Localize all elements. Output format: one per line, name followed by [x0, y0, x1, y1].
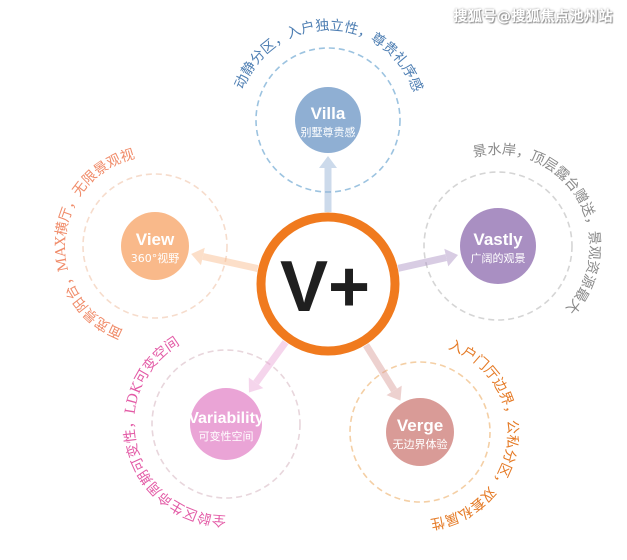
villa-node: Villa 别墅尊贵感 — [295, 87, 361, 153]
verge-title: Verge — [397, 416, 443, 435]
variability-title: Variability — [188, 410, 264, 427]
variability-ring — [151, 349, 301, 499]
center-label: V+ — [280, 247, 370, 327]
view-arrow — [191, 247, 259, 272]
verge-circle — [386, 398, 454, 466]
view-ring — [82, 173, 228, 319]
vastly-ring — [423, 171, 573, 321]
vastly-circle — [460, 208, 536, 284]
villa-arrow — [319, 156, 337, 212]
center-hub: V+ — [256, 212, 400, 356]
verge-subtitle: 无边界体验 — [393, 437, 448, 451]
verge-arrow — [363, 343, 402, 401]
vastly-title: Vastly — [473, 230, 523, 249]
villa-circle — [295, 87, 361, 153]
villa-ring — [255, 47, 401, 193]
verge-node: Verge 无边界体验 — [386, 398, 454, 466]
variability-subtitle: 可变性空间 — [199, 429, 254, 443]
verge-ring — [349, 361, 491, 503]
villa-arc-text: 动静分区，入户独立性，尊贵礼序感 — [232, 18, 426, 94]
view-node: View 360°视野 — [121, 212, 189, 280]
watermark: 搜狐号@搜狐焦点池州站 — [453, 9, 613, 25]
center-circle — [256, 212, 400, 356]
vastly-arrow — [397, 248, 458, 272]
variability-circle — [190, 388, 262, 460]
view-arc-text: 双面宽景阳台，MAX横厅，无限景观视野 — [0, 0, 137, 341]
vastly-subtitle: 广阔的观景 — [471, 251, 526, 265]
villa-title: Villa — [311, 104, 346, 123]
view-title: View — [136, 230, 175, 249]
connector-arrows — [191, 156, 458, 401]
vastly-node: Vastly 广阔的观景 — [460, 208, 536, 284]
villa-subtitle: 别墅尊贵感 — [301, 125, 356, 139]
variability-arrow — [248, 340, 289, 393]
view-subtitle: 360°视野 — [131, 251, 180, 265]
feature-nodes: Villa 别墅尊贵感 Vastly 广阔的观景 Verge 无边界体验 Variabili… — [121, 87, 536, 466]
variability-node: Variability 可变性空间 — [188, 388, 264, 460]
view-circle — [121, 212, 189, 280]
